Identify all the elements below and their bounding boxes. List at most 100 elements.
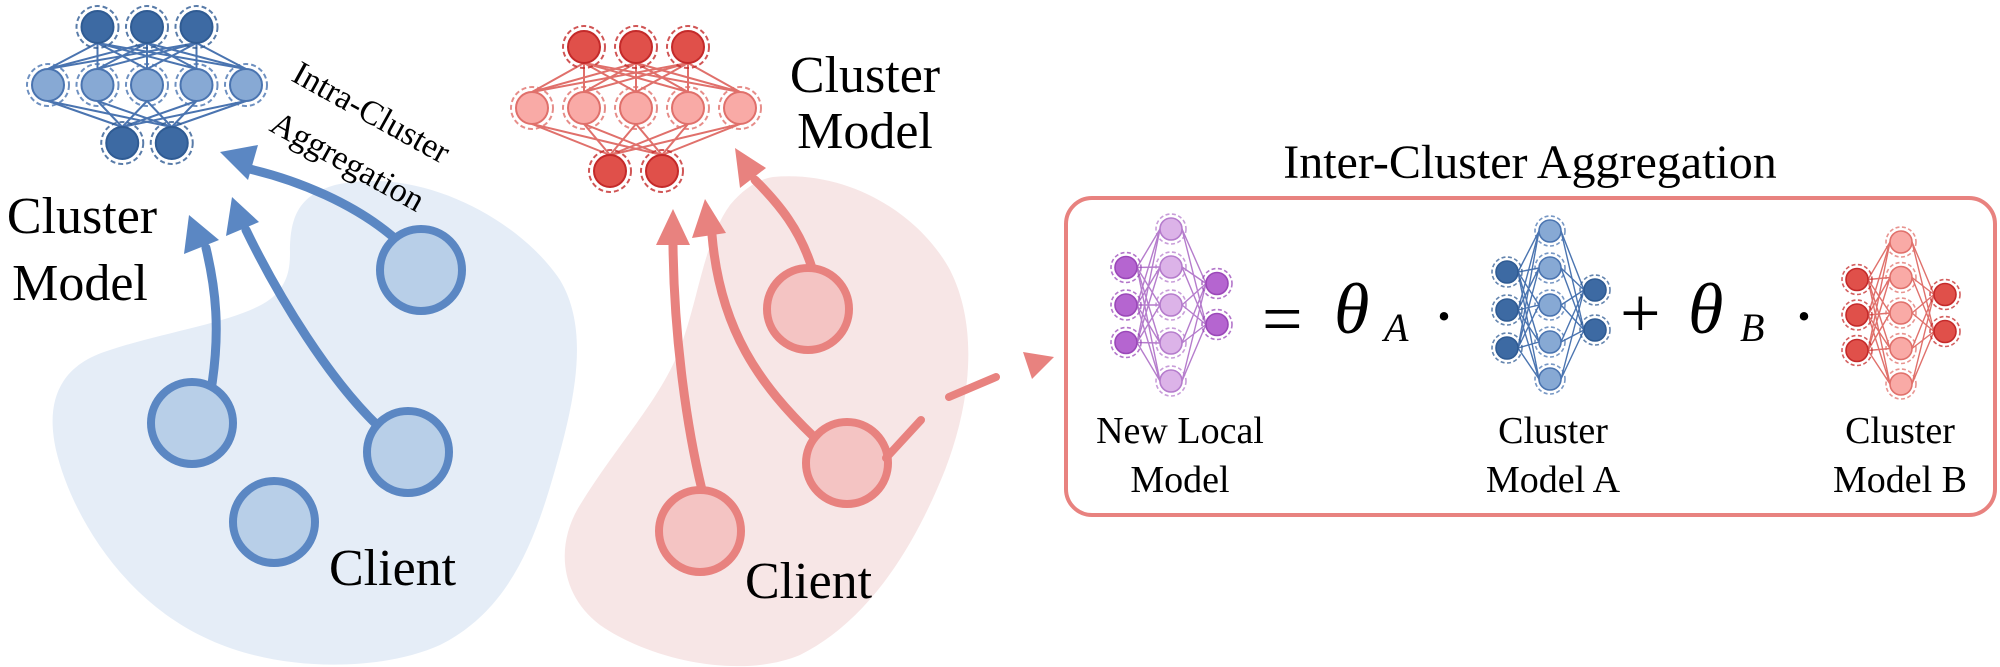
network-node [1889, 372, 1913, 396]
cluster-model-a-network [1491, 215, 1611, 395]
network-node-ring [614, 86, 658, 130]
network-node [567, 30, 601, 64]
network-node-ring [1491, 332, 1523, 364]
equation-theta-a: θ [1334, 269, 1369, 349]
network-node-ring [1155, 213, 1187, 245]
network-edge [687, 62, 741, 93]
red-cluster: Cluster Model Client [510, 25, 1054, 667]
network-node-ring [174, 63, 219, 107]
network-edge [1517, 347, 1540, 380]
network-node [1538, 219, 1562, 243]
network-node-ring [562, 25, 606, 69]
network-node-ring [1155, 365, 1187, 397]
network-node [1495, 298, 1519, 322]
network-node-ring [562, 86, 606, 130]
network-node [1583, 318, 1607, 342]
network-node [80, 68, 115, 102]
network-edge [1136, 228, 1161, 268]
network-edge [1911, 293, 1935, 314]
blue-cluster-model-network [26, 5, 268, 165]
blue-client-node [363, 407, 453, 497]
network-edge [122, 100, 247, 128]
new-local-model-label-line2: Model [1130, 459, 1229, 501]
network-edge [531, 62, 585, 93]
network-edge [1181, 228, 1207, 325]
network-edge [121, 100, 148, 128]
network-edge [1517, 267, 1540, 349]
network-node [1538, 293, 1562, 317]
network-edge [1136, 304, 1161, 343]
network-node [1889, 301, 1913, 325]
network-edge [1560, 267, 1585, 331]
red-client-node [802, 418, 892, 508]
network-edge [1911, 294, 1935, 349]
network-node-ring [174, 5, 219, 49]
equation-subscript-a: A [1381, 305, 1409, 350]
network-node-ring [26, 63, 70, 107]
blue-client-node [229, 477, 319, 567]
network-node [130, 68, 164, 102]
red-arrow-3 [750, 175, 817, 273]
dashed-connector [945, 373, 1000, 401]
network-node-ring [1201, 267, 1233, 300]
network-edge [1181, 266, 1207, 325]
network-edge [609, 123, 689, 156]
network-edge [1136, 266, 1161, 343]
network-node-ring [1885, 297, 1917, 329]
network-node [515, 91, 549, 125]
network-node [1538, 330, 1562, 354]
red-client-node [763, 264, 853, 354]
network-edge [1181, 283, 1207, 344]
blue-arrowhead-2 [226, 197, 259, 236]
inter-cluster-panel: Inter-Cluster Aggregation = θ A · + θ B … [1064, 136, 1997, 517]
network-node [1845, 303, 1869, 327]
equation-equals: = [1262, 279, 1303, 359]
new-local-model-network [1110, 213, 1233, 397]
blue-arrowhead-3 [220, 145, 258, 180]
equation-dot-a: · [1432, 276, 1456, 356]
equation-plus: + [1620, 273, 1661, 353]
network-node [1889, 230, 1913, 254]
network-node-ring [666, 86, 710, 130]
network-edge [531, 62, 637, 93]
network-node-ring [666, 25, 710, 69]
network-node-ring [718, 86, 762, 130]
network-node-ring [1929, 315, 1961, 348]
network-edge [609, 123, 637, 156]
network-edge [1867, 277, 1891, 351]
cluster-model-b-label-line1: Cluster [1845, 410, 1955, 452]
red-arrow-2 [707, 230, 819, 442]
network-node-ring [1110, 326, 1142, 359]
network-node [1495, 336, 1519, 360]
network-node-ring [1885, 368, 1917, 400]
blue-arrow-2 [241, 225, 383, 431]
blue-client-node [376, 225, 466, 315]
network-node-ring [1841, 263, 1873, 296]
blue-client-node [147, 378, 237, 468]
network-node [1538, 256, 1562, 280]
network-node-ring [510, 86, 554, 130]
equation-subscript-b: B [1740, 305, 1764, 350]
dashed-connector [882, 416, 925, 462]
network-edge [1911, 331, 1935, 385]
network-node [1495, 260, 1519, 284]
network-node [179, 10, 214, 44]
network-node-ring [1110, 251, 1142, 284]
network-node [1583, 278, 1607, 302]
network-node-ring [1155, 327, 1187, 359]
network-edge [1181, 324, 1207, 382]
network-edge [1560, 329, 1585, 380]
network-node-ring [125, 5, 169, 49]
network-edge [121, 100, 197, 128]
network-edge [1867, 241, 1891, 316]
cluster-model-a-label-line1: Cluster [1498, 410, 1608, 452]
red-cluster-model-label-line2: Model [797, 103, 933, 160]
network-edge [1911, 294, 1935, 385]
inter-cluster-box [1064, 196, 1997, 517]
network-edge [97, 42, 197, 70]
network-node [1933, 319, 1957, 344]
network-node-ring [1110, 289, 1142, 321]
cluster-model-a-label-line2: Model A [1486, 459, 1621, 501]
equation-theta-b: θ [1688, 269, 1723, 349]
